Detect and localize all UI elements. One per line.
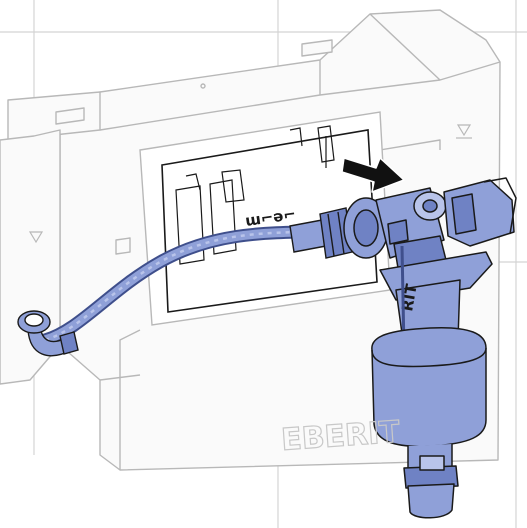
valve-cap-center (422, 199, 438, 213)
fill-valve-head (343, 177, 517, 259)
cistern-screw-hole (200, 83, 206, 89)
cistern-edge (99, 374, 141, 381)
hose-ferrule (59, 331, 79, 355)
hose-end-fitting (17, 310, 79, 357)
internal-components (175, 125, 335, 265)
cistern-notch (115, 237, 131, 255)
cistern-slot (301, 39, 333, 57)
arrow-down-right-icon (341, 157, 405, 193)
float (371, 326, 487, 448)
cistern-edge (369, 13, 441, 81)
hose-braid (44, 230, 321, 342)
connector-sleeve (289, 219, 327, 253)
internal-bracket (175, 185, 205, 265)
flexible-supply-hose (38, 225, 327, 347)
float-top-edge (371, 347, 487, 368)
nut-flat (327, 213, 335, 257)
valve-arm-slot (451, 193, 477, 235)
shaft-inlet-tail (407, 483, 455, 519)
cistern-edge (379, 139, 441, 151)
hex-nut-icon (17, 310, 51, 334)
internal-clip (221, 169, 245, 203)
fill-valve-shaft: RIT (371, 235, 493, 519)
valve-clip (387, 219, 409, 245)
internal-latch (317, 125, 335, 163)
nut-flat (337, 211, 345, 255)
cistern-top-edge (99, 61, 501, 131)
internal-bracket (209, 179, 237, 255)
valve-arm-edge (483, 177, 517, 235)
shaft-window (419, 455, 445, 471)
triangle-down-icon (456, 124, 472, 139)
internal-rod (289, 127, 303, 147)
cistern-edge (119, 329, 141, 470)
cistern-slot (55, 107, 85, 125)
valve-inlet-face (353, 209, 379, 247)
triangle-down-icon (28, 231, 44, 244)
internal-bracket (185, 173, 201, 191)
